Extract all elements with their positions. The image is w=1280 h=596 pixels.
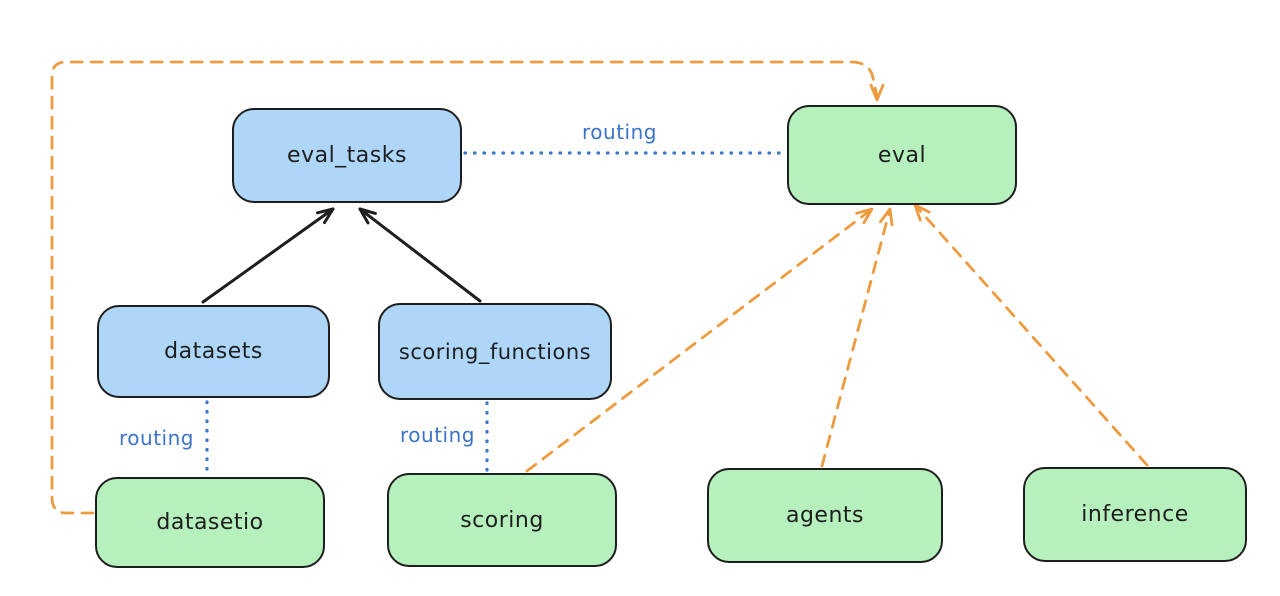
node-agents: agents bbox=[707, 468, 943, 563]
node-datasetio-label: datasetio bbox=[156, 510, 264, 535]
edge-datasetio-to-eval-dashed-arrow bbox=[50, 60, 885, 515]
edge-scoring-to-eval-dashed-arrow bbox=[525, 207, 874, 473]
edge-inference-to-eval-dashed-arrow bbox=[913, 203, 1149, 467]
edge-label-routing-eval-tasks-to-eval: routing bbox=[582, 120, 657, 144]
node-inference-label: inference bbox=[1081, 502, 1189, 527]
edge-datasets-to-eval-tasks-arrow bbox=[201, 207, 335, 304]
edge-scoring-functions-to-eval-tasks-arrow bbox=[358, 207, 482, 303]
edge-label-routing-scoring-functions-to-scoring: routing bbox=[400, 423, 475, 447]
edge-agents-to-eval-dashed-arrow bbox=[820, 207, 894, 468]
node-eval-label: eval bbox=[877, 142, 927, 168]
edge-label-routing-datasets-to-datasetio: routing bbox=[119, 426, 194, 450]
node-eval: eval bbox=[787, 105, 1017, 205]
node-scoring-functions-label: scoring_functions bbox=[398, 339, 592, 364]
node-scoring-label: scoring bbox=[460, 507, 544, 533]
node-datasets-label: datasets bbox=[164, 339, 263, 364]
node-eval-tasks: eval_tasks bbox=[232, 108, 462, 203]
node-datasets: datasets bbox=[97, 305, 330, 398]
node-datasetio: datasetio bbox=[95, 477, 325, 568]
node-inference: inference bbox=[1023, 467, 1247, 562]
node-scoring: scoring bbox=[387, 473, 617, 567]
node-scoring-functions: scoring_functions bbox=[378, 303, 612, 400]
node-agents-label: agents bbox=[785, 503, 864, 528]
node-eval-tasks-label: eval_tasks bbox=[287, 143, 407, 168]
